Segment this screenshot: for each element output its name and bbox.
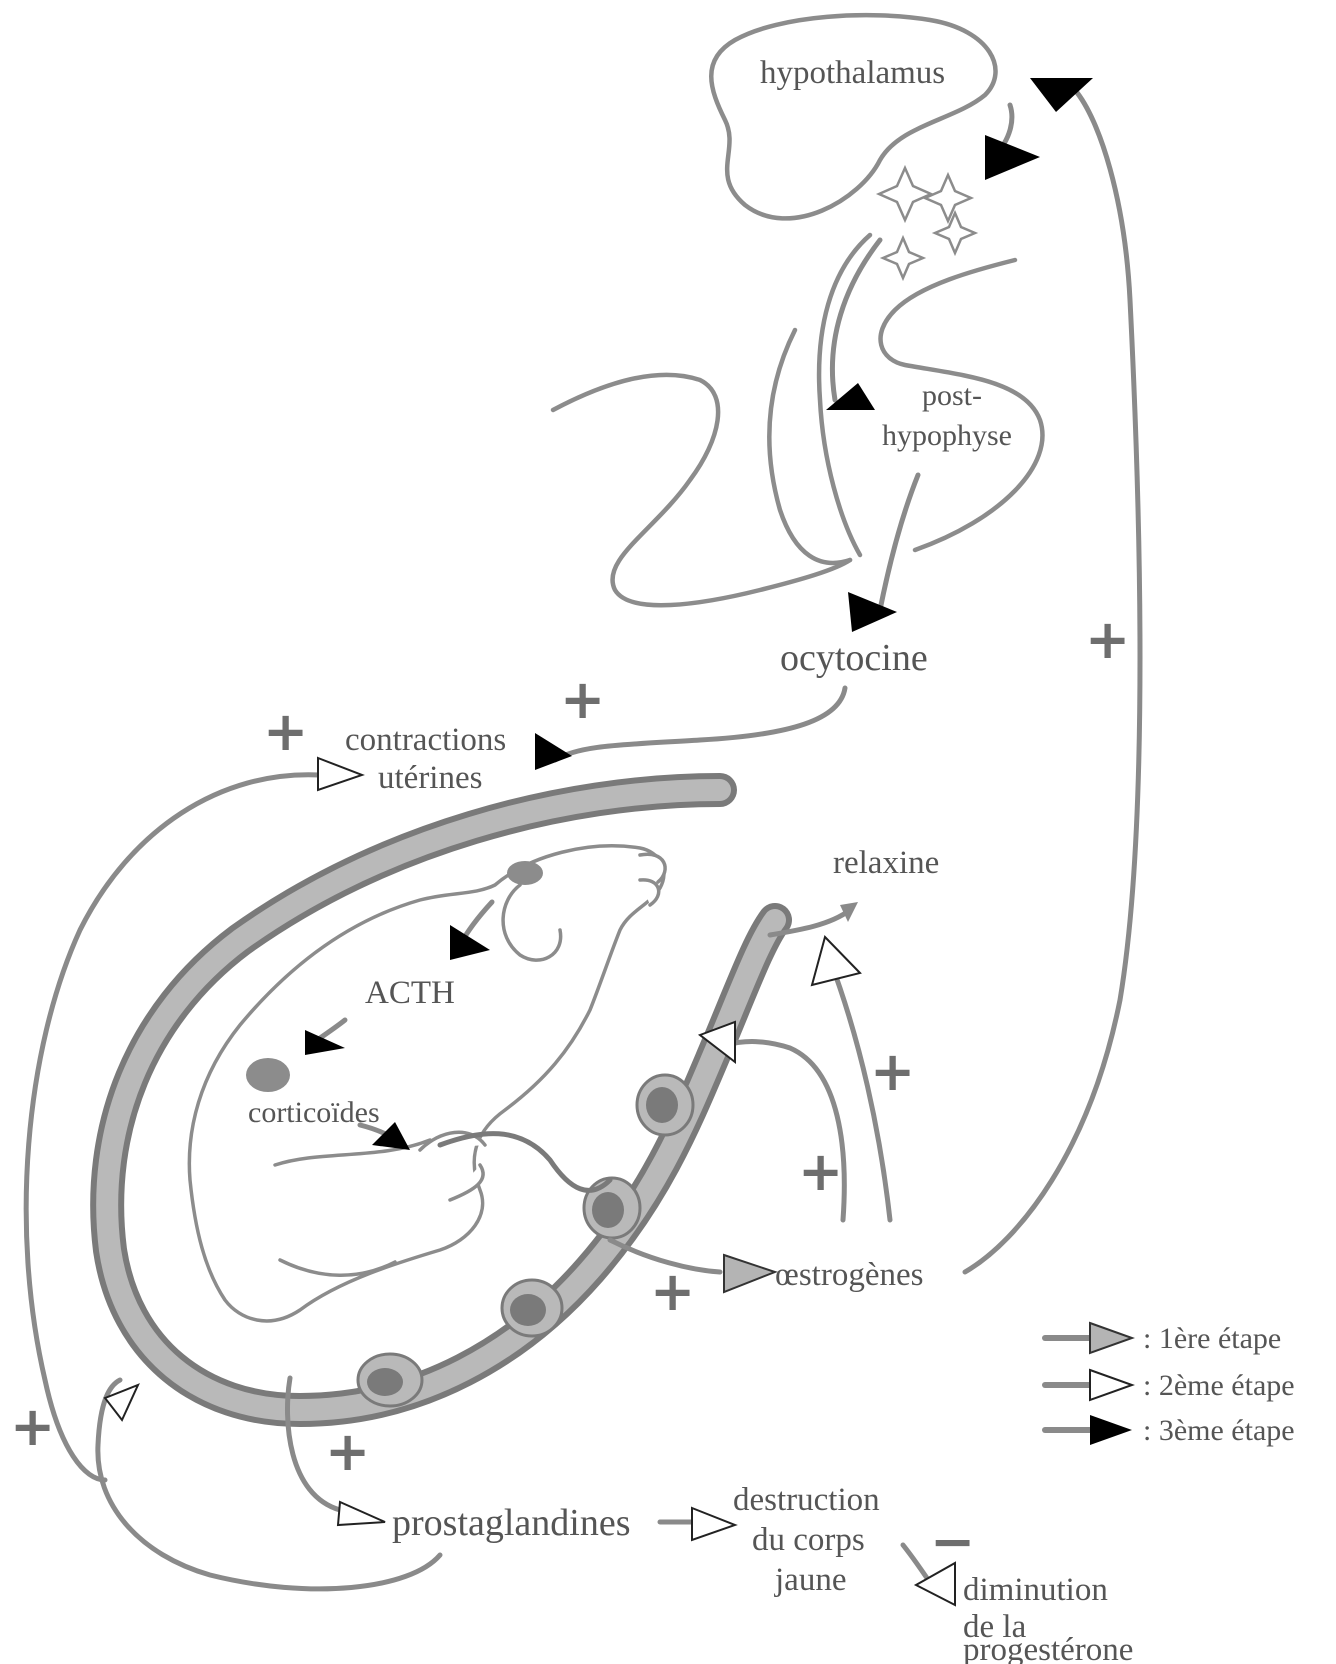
plus-sign: + xyxy=(870,1040,915,1103)
plus-sign: + xyxy=(263,700,308,763)
oestrogenes-label: œstrogènes xyxy=(775,1257,923,1293)
prostaglandines-label: prostaglandines xyxy=(392,1502,631,1544)
arrow-contractions-icon xyxy=(535,733,572,770)
legend: : 1ère étape : 2ème étape : 3ème étape xyxy=(1045,1322,1295,1447)
pituitary-to-ocytocine-line xyxy=(880,475,918,610)
plus-sign: + xyxy=(560,668,605,731)
arrow-destruction-white-icon xyxy=(692,1508,735,1540)
stalk-descending-line xyxy=(832,240,880,400)
posthypophyse-label-line2: hypophyse xyxy=(882,419,1012,452)
minus-sign: − xyxy=(930,1510,975,1573)
destruction-label-line2: du corps xyxy=(752,1522,865,1558)
arrow-prostaglandines-white-icon xyxy=(338,1502,385,1525)
plus-sign: + xyxy=(1085,608,1130,671)
ocytocine-label: ocytocine xyxy=(780,637,928,679)
legend-step1-arrow-icon xyxy=(1090,1323,1132,1353)
destruction-label-line3: jaune xyxy=(774,1562,846,1598)
posthypophyse-label-line1: post- xyxy=(922,379,982,412)
step1-arrows xyxy=(724,1255,775,1292)
adrenal-gland xyxy=(246,1058,290,1092)
arrow-contractions-white-icon xyxy=(318,758,362,790)
destruction-label-line1: destruction xyxy=(733,1482,880,1518)
plus-sign: + xyxy=(10,1395,55,1458)
arrow-oestrogenes-grey-icon xyxy=(724,1255,775,1292)
arrow-ocytocine-icon xyxy=(848,592,897,632)
hypothalamus-label: hypothalamus xyxy=(760,55,945,91)
contractions-label-line1: contractions xyxy=(345,722,506,758)
legend-step3-label: : 3ème étape xyxy=(1143,1414,1295,1447)
pituitary-left-lobe xyxy=(553,375,850,605)
neuron-cells-icon xyxy=(879,168,975,278)
acth-label: ACTH xyxy=(365,975,455,1011)
diminution-label-line1: diminution xyxy=(963,1572,1108,1608)
relaxine-label: relaxine xyxy=(833,845,939,881)
plus-sign: + xyxy=(650,1260,695,1323)
legend-step2-arrow-icon xyxy=(1090,1370,1132,1400)
arrow-stalk-icon xyxy=(985,135,1040,180)
arrow-relaxine-white-icon xyxy=(812,937,860,985)
plus-sign: + xyxy=(798,1140,843,1203)
legend-step1-label: : 1ère étape xyxy=(1143,1322,1281,1355)
plus-sign: + xyxy=(325,1420,370,1483)
diminution-label-line3: progestérone xyxy=(963,1632,1133,1664)
contractions-label-line2: utérines xyxy=(378,760,482,796)
corticoides-label: corticoïdes xyxy=(248,1096,380,1129)
legend-step2-label: : 2ème étape xyxy=(1143,1369,1295,1402)
foetus-eye xyxy=(507,861,543,885)
legend-step3-arrow-icon xyxy=(1090,1415,1132,1445)
pituitary-stalk-left xyxy=(769,330,850,563)
